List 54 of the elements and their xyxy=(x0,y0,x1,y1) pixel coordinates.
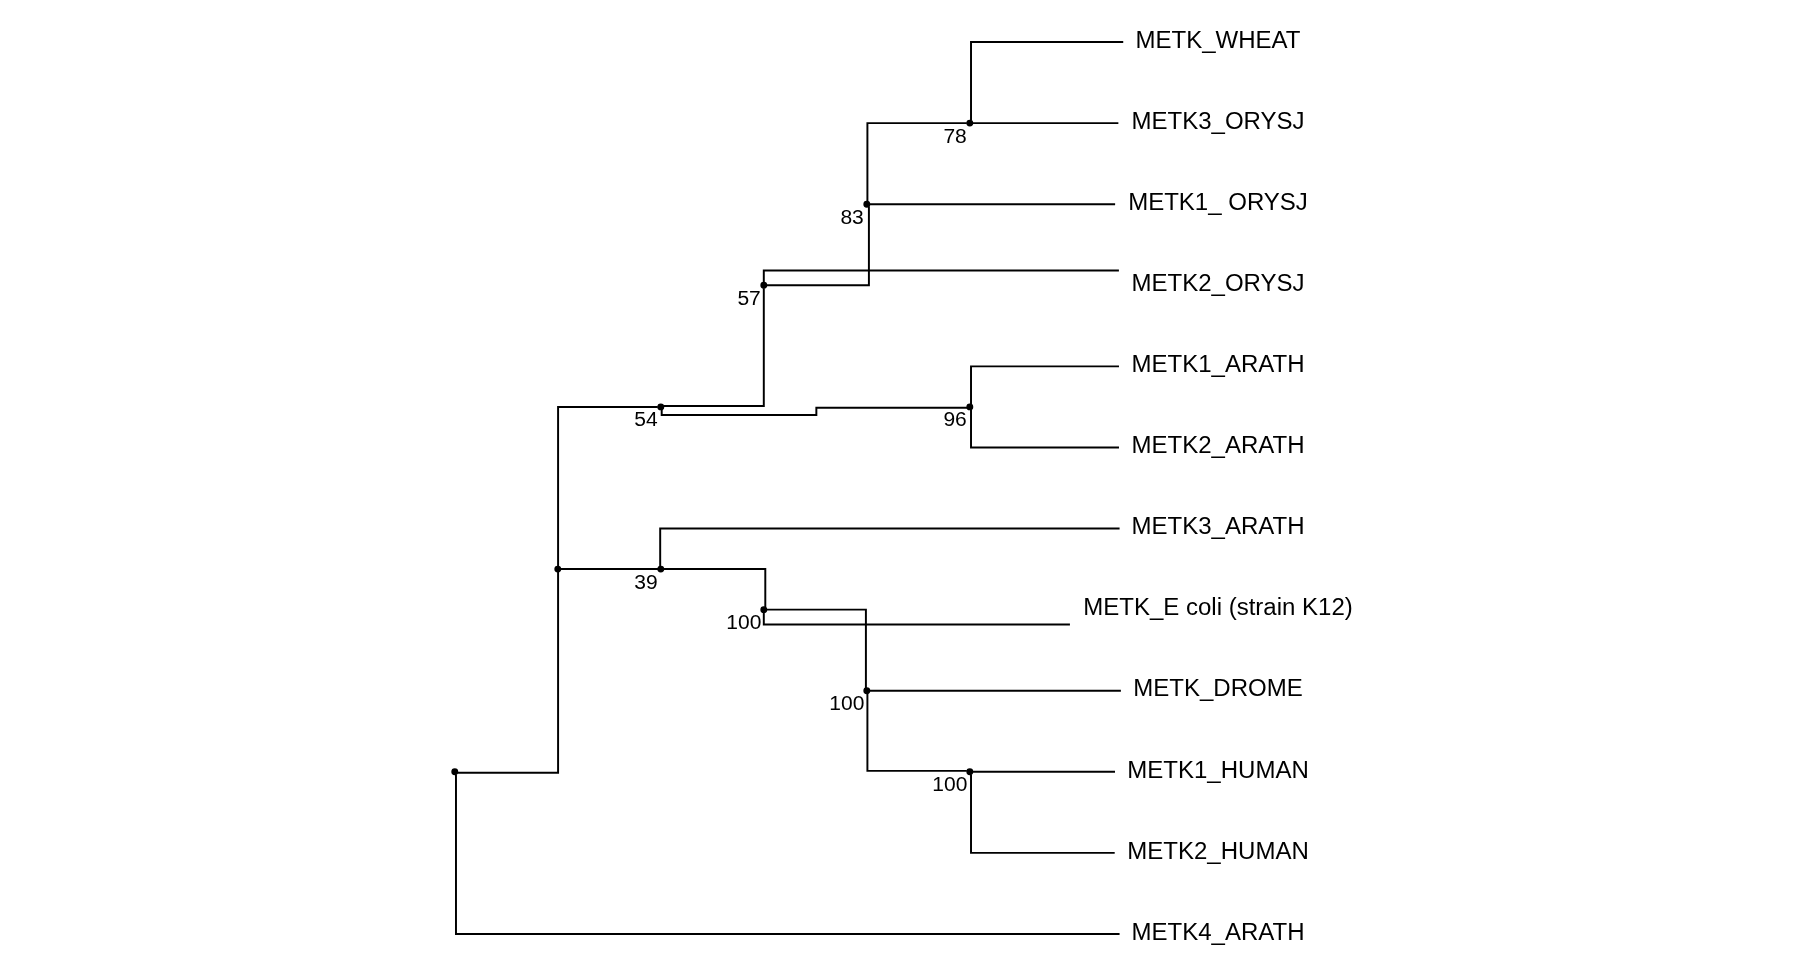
node-text: METK_DROME xyxy=(1133,673,1303,701)
node-label: 78 xyxy=(943,123,967,147)
node-point xyxy=(863,686,871,694)
connector xyxy=(970,364,1120,405)
connector xyxy=(662,286,765,407)
node-text: METK1_HUMAN xyxy=(1127,755,1309,782)
connector xyxy=(971,121,1120,124)
node-point xyxy=(657,402,665,410)
node-text: METK_WHEAT xyxy=(1135,25,1301,53)
connector xyxy=(559,567,659,570)
connector xyxy=(762,268,1120,283)
node-point xyxy=(760,281,768,289)
node-label: 54 xyxy=(634,406,658,430)
node-label: 100 xyxy=(932,771,968,795)
connector xyxy=(866,691,968,772)
connector xyxy=(866,121,968,202)
node-label: 83 xyxy=(840,204,864,228)
node-label: 39 xyxy=(634,569,658,593)
connector xyxy=(765,608,867,689)
connector xyxy=(970,40,1125,121)
node-point xyxy=(966,402,974,410)
node-point xyxy=(760,605,768,613)
connector xyxy=(662,567,767,608)
connector xyxy=(868,202,1117,205)
node-point xyxy=(554,565,562,573)
connector xyxy=(971,770,1116,773)
node-text: METK1_ ORYSJ xyxy=(1128,187,1308,215)
connector xyxy=(456,570,560,774)
node-point xyxy=(863,200,871,208)
node-text: METK4_ARATH xyxy=(1131,917,1305,945)
connector xyxy=(659,527,1121,567)
node-point xyxy=(966,119,974,127)
connector xyxy=(762,611,1071,625)
connector xyxy=(868,689,1122,692)
connector xyxy=(765,204,870,286)
node-label: 57 xyxy=(737,285,761,309)
connector xyxy=(660,406,969,416)
node-text: METK1_ARATH xyxy=(1131,349,1305,377)
node-label: 100 xyxy=(726,609,762,633)
connector xyxy=(970,408,1120,448)
node-point xyxy=(966,767,974,775)
node-label: 96 xyxy=(943,406,967,430)
node-text: METK2_ARATH xyxy=(1131,430,1305,458)
connector xyxy=(455,773,1121,935)
node-point xyxy=(657,565,665,573)
node-label: 100 xyxy=(829,690,865,714)
node-point xyxy=(451,767,459,775)
connector xyxy=(557,405,659,567)
node-text: METK2_HUMAN xyxy=(1127,836,1309,864)
node-text: METK3_ORYSJ xyxy=(1131,106,1305,134)
connector xyxy=(970,773,1116,854)
node-text: METK3_ARATH xyxy=(1131,511,1305,539)
node-text: METK2_ORYSJ xyxy=(1131,268,1305,296)
node-text: METK_E coli (strain K12) xyxy=(1083,592,1353,620)
